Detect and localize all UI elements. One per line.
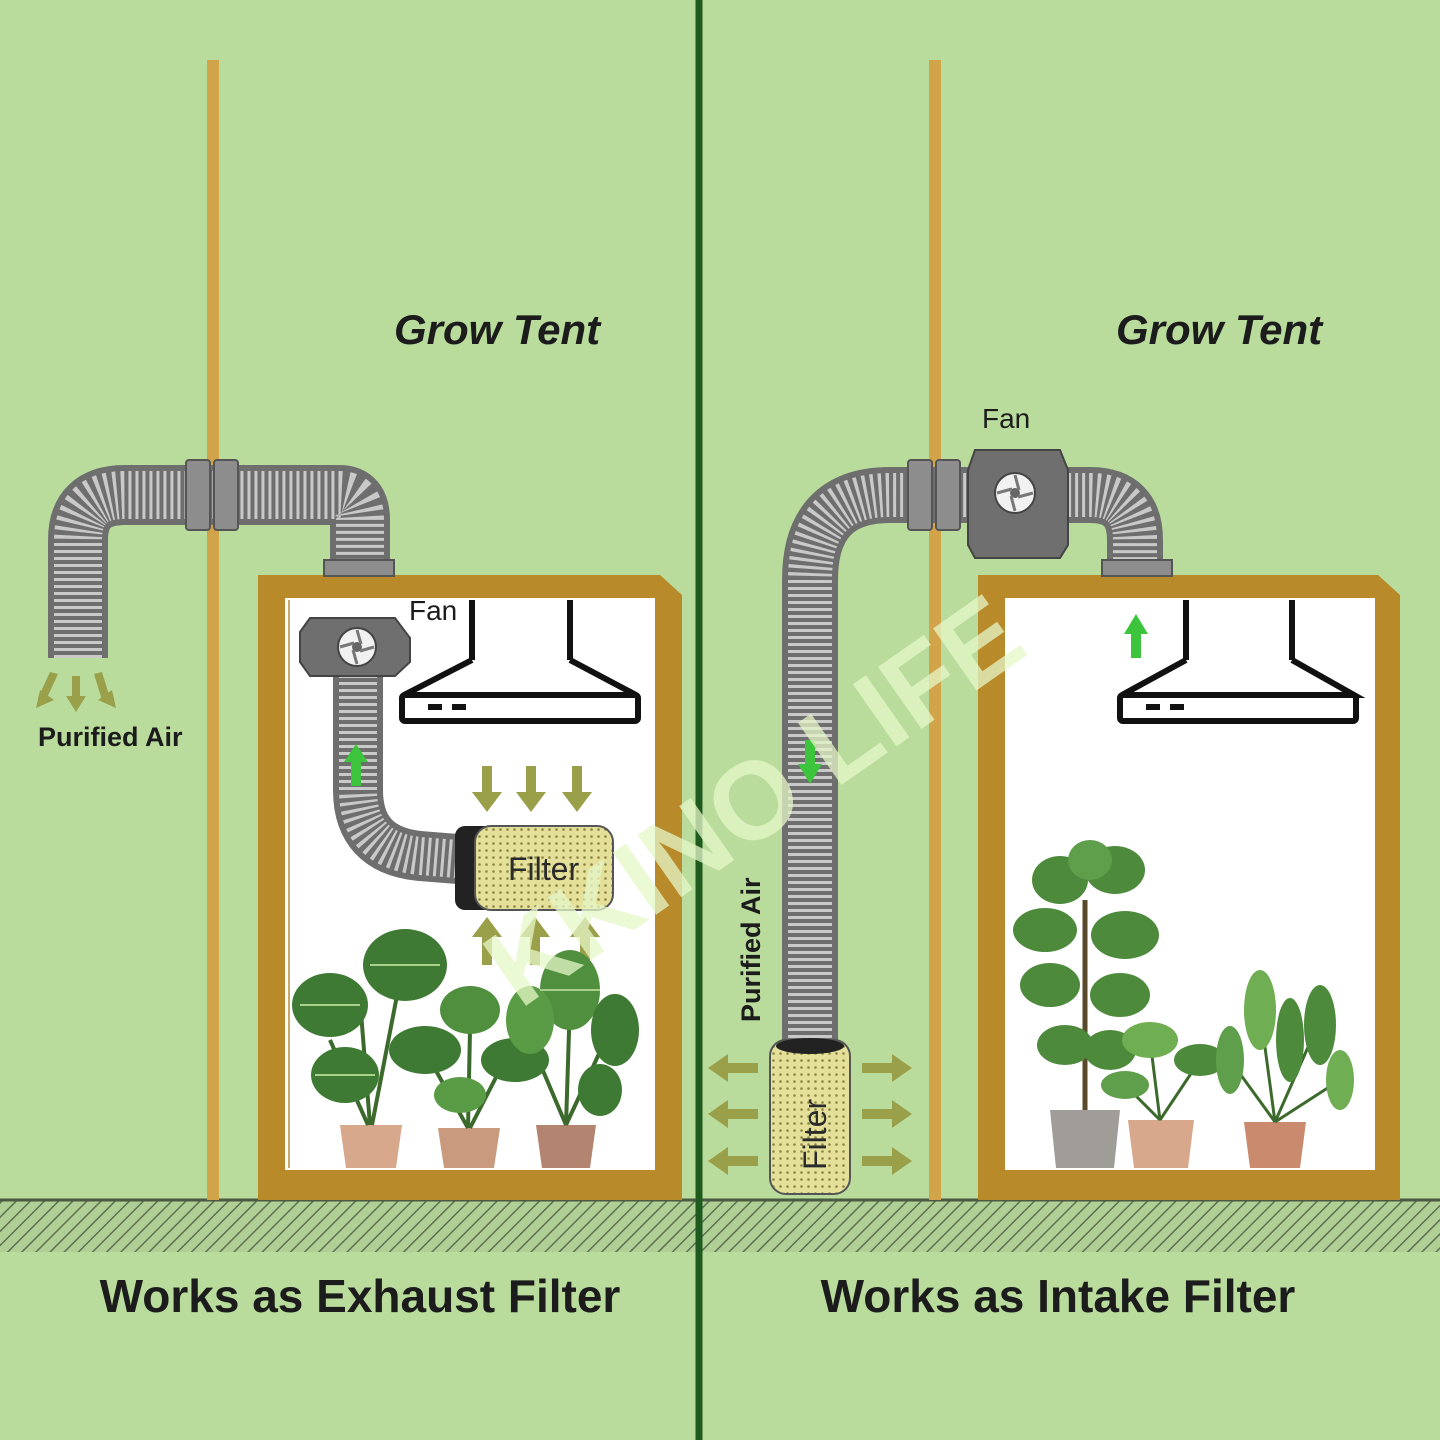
left-plants	[292, 929, 639, 1168]
left-fan-label: Fan	[409, 595, 457, 626]
right-fan	[967, 449, 1069, 559]
ground-hatch	[0, 1200, 1440, 1252]
right-fan-label: Fan	[982, 403, 1030, 434]
left-up-arrows-icon	[472, 917, 600, 965]
right-plants	[1013, 840, 1354, 1168]
right-grow-tent-title: Grow Tent	[1116, 306, 1324, 353]
left-fan	[299, 617, 411, 677]
left-carbon-filter	[455, 825, 614, 911]
left-wall	[207, 60, 219, 1200]
left-filter-label: Filter	[508, 851, 579, 887]
right-left-arrows-icon	[708, 1054, 758, 1175]
left-purified-air-arrows-icon	[36, 672, 116, 712]
right-carbon-filter	[769, 1038, 851, 1195]
right-intake-duct	[782, 459, 1173, 1045]
right-panel: Fan Purified Air Filter	[708, 60, 1400, 1322]
right-filter-label: Filter	[797, 1099, 833, 1170]
right-up-arrow-icon	[1124, 614, 1148, 658]
left-grow-light	[399, 600, 641, 724]
left-upflow-arrow-icon	[344, 744, 368, 786]
left-exhaust-duct	[48, 459, 472, 885]
right-grow-light	[1117, 600, 1366, 724]
right-purified-air-label: Purified Air	[736, 877, 766, 1022]
right-wall	[929, 60, 941, 1200]
right-down-arrow-icon	[798, 740, 822, 784]
left-grow-tent-title: Grow Tent	[394, 306, 602, 353]
right-caption: Works as Intake Filter	[821, 1270, 1296, 1322]
left-purified-air-label: Purified Air	[38, 722, 183, 752]
left-panel: Fan Filter	[36, 60, 682, 1322]
left-caption: Works as Exhaust Filter	[100, 1270, 621, 1322]
left-down-arrows-icon	[472, 766, 592, 812]
right-right-arrows-icon	[862, 1054, 912, 1175]
